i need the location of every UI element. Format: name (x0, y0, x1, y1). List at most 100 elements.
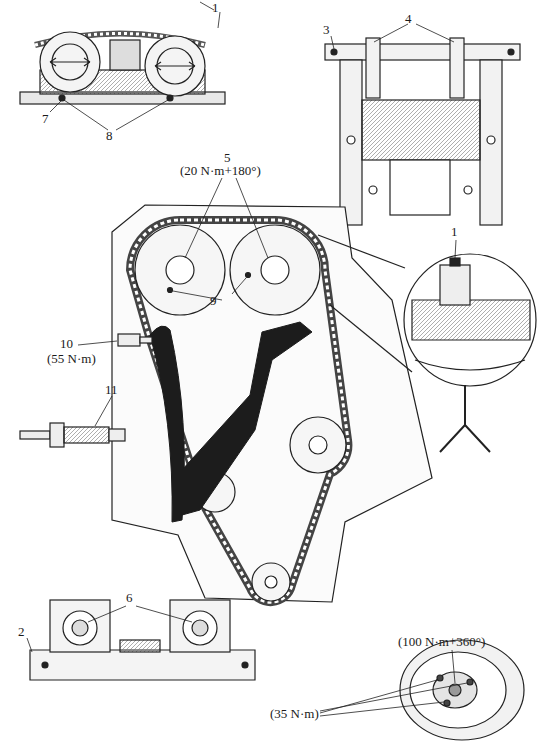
cylinder-head (30, 600, 255, 680)
crankshaft-pulley-part (400, 640, 524, 740)
leader-lines-part (64, 100, 168, 130)
leader-lines-part (50, 100, 62, 112)
detail-circle (318, 235, 536, 386)
guide-bolt-part (118, 334, 140, 346)
detail-circle-part (330, 305, 412, 372)
leader-lines (27, 2, 467, 716)
callout-number: 1 (451, 224, 458, 239)
torque-spec: (35 N·m) (270, 706, 319, 721)
cylinder-head-part (50, 600, 110, 652)
holding-frame-inset-part (450, 38, 464, 98)
cylinder-head-part (42, 662, 48, 668)
holding-frame-inset-part (362, 100, 480, 160)
leader-lines-part (374, 24, 454, 42)
callout-number: 8 (106, 128, 113, 143)
holding-frame-inset-part (390, 160, 450, 215)
cylinder-head-part (183, 611, 217, 645)
holding-frame-inset-part (508, 49, 514, 55)
sprockets-part (135, 225, 225, 315)
sprockets-part (230, 225, 320, 315)
callout-number: 6 (126, 590, 133, 605)
camshaft-adjuster-inset-part (145, 36, 205, 96)
detail-circle-part (450, 258, 460, 266)
holding-frame-inset-part (331, 49, 337, 55)
cylinder-head-part (192, 620, 208, 636)
timing-chain-part (130, 220, 348, 602)
callout-number: 11 (105, 382, 118, 397)
callout-number: 9 (210, 293, 217, 308)
detail-circle-part (318, 235, 405, 268)
camshaft-adjuster-inset-part (110, 40, 140, 70)
callout-number: 4 (405, 11, 412, 26)
camshaft-adjuster-inset-part (40, 32, 100, 92)
holding-frame-inset-part (487, 136, 495, 144)
guide-bolt-part (140, 337, 152, 343)
detail-circle-part (404, 254, 536, 386)
holding-frame-inset-part (340, 60, 362, 225)
leader-lines-part (455, 240, 456, 258)
chain-tensioner-part (64, 427, 109, 443)
chain-tensioner-part (109, 429, 125, 441)
camshaft-adjuster-inset-part (50, 58, 90, 66)
sprockets-part (261, 256, 289, 284)
holding-frame-inset-part (480, 60, 502, 225)
callout-number: 3 (323, 22, 330, 37)
leader-lines-part (331, 36, 334, 49)
sprockets (135, 225, 346, 601)
camshaft-adjuster-inset-part (155, 62, 195, 70)
holding-frame-inset (325, 38, 520, 225)
cylinder-head-part (170, 600, 230, 652)
chain-tensioner-part (20, 431, 50, 439)
callout-number: 7 (42, 111, 49, 126)
sprockets-part (309, 436, 327, 454)
callout-number: 2 (18, 624, 25, 639)
leader-lines-part (88, 606, 192, 622)
timing-chain (130, 220, 348, 602)
detail-circle-part (415, 360, 525, 370)
crankshaft-pulley-part (437, 675, 443, 681)
timing-chain-part (130, 220, 348, 602)
locking-tool-part (440, 385, 490, 452)
detail-circle-part (440, 265, 470, 305)
leader-lines-part (78, 341, 117, 345)
leader-lines-part (27, 638, 32, 652)
engine-front-part (112, 205, 432, 602)
holding-frame-inset-part (464, 186, 472, 194)
leader-lines-part (185, 178, 268, 258)
leader-lines-part (95, 396, 112, 426)
sprockets-part (290, 417, 346, 473)
chain-guides-part (150, 326, 184, 522)
crankshaft-pulley-part (444, 700, 450, 706)
cylinder-head-part (30, 650, 255, 680)
callout-number: 10 (60, 336, 73, 351)
chain-guides-part (182, 322, 312, 515)
sprockets-part (265, 576, 277, 588)
leader-lines-part (452, 650, 455, 683)
leader-lines-part (173, 278, 246, 300)
torque-spec: (20 N·m+180°) (180, 163, 261, 178)
chain-tensioner-part (50, 423, 64, 447)
sprockets-part (166, 256, 194, 284)
torque-spec: (55 N·m) (47, 351, 96, 366)
holding-frame-inset-part (369, 186, 377, 194)
cylinder-head-part (63, 611, 97, 645)
callout-number: 5 (224, 150, 231, 165)
camshaft-adjuster-inset (20, 32, 225, 104)
holding-frame-inset-part (366, 38, 380, 98)
cylinder-head-part (72, 620, 88, 636)
sprockets-part (168, 288, 173, 293)
leader-lines-part (200, 2, 214, 10)
crankshaft-pulley-part (410, 652, 506, 728)
sprockets-part (252, 563, 290, 601)
crankshaft-pulley-part (467, 679, 473, 685)
callout-number: 1 (212, 0, 219, 15)
locking-tool (440, 385, 490, 452)
holding-frame-inset-part (325, 44, 520, 60)
cylinder-head-part (120, 640, 160, 652)
leader-lines-part (320, 680, 467, 716)
guide-bolt (118, 334, 152, 346)
chain-guides (150, 322, 312, 522)
chain-tensioner (20, 423, 125, 447)
